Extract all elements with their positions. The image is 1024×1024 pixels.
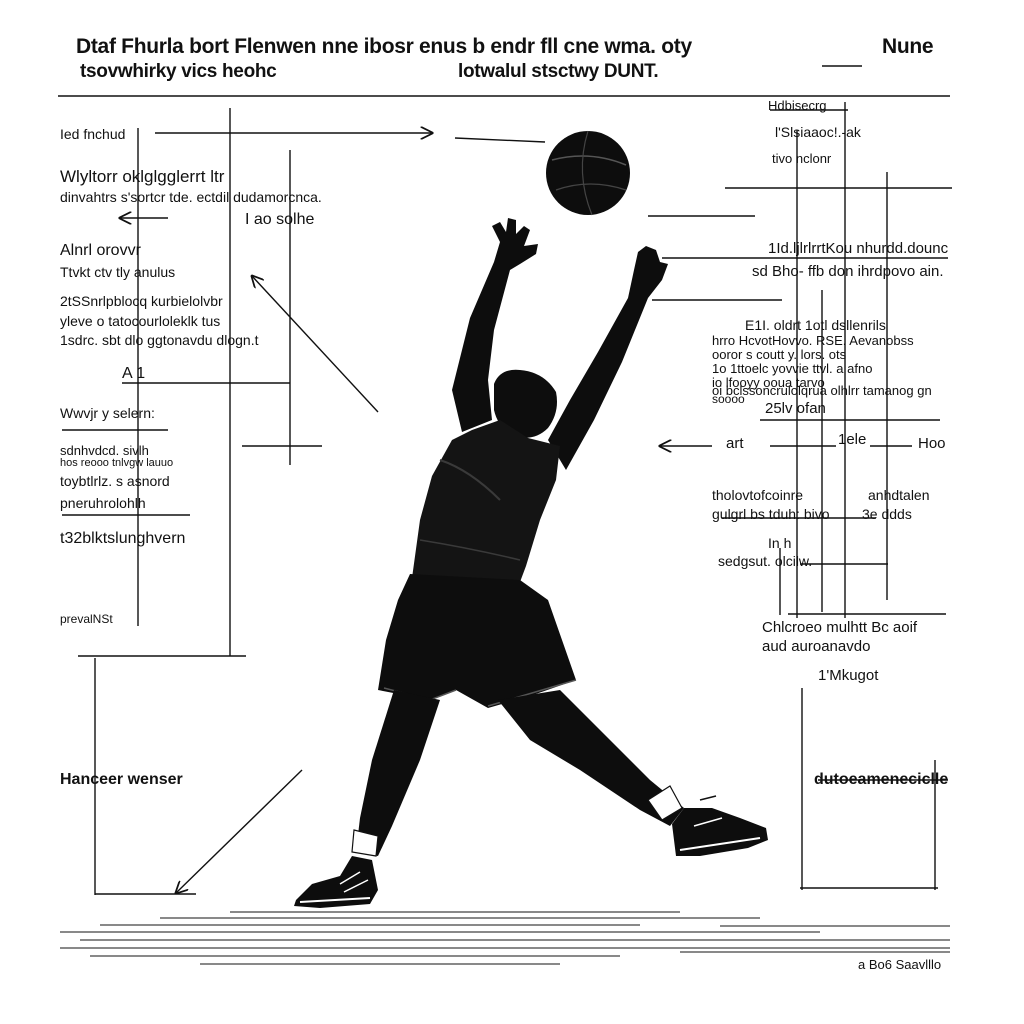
torso: [412, 420, 560, 590]
left-label: sdnhvdcd. sivlh: [60, 443, 149, 458]
signature: a Bo6 Saavlllo: [858, 957, 942, 972]
right-arm: [548, 246, 668, 470]
right-label: hrro HcvotHovvo. RSE. Aevanobss: [712, 333, 914, 348]
right-label: aud auroanavdo: [762, 638, 871, 655]
head: [494, 369, 557, 438]
right-leg: [498, 690, 684, 826]
left-label: prevalNSt: [60, 612, 113, 626]
basketball: [546, 130, 630, 216]
right-label: In h: [768, 535, 792, 551]
left-leg: [356, 690, 440, 856]
right-label: soooo: [712, 392, 745, 406]
left-label: Ied fnchud: [60, 126, 126, 142]
right-shoe: [672, 795, 768, 856]
right-label: 1'Mkugot: [818, 667, 879, 684]
right-label: Chlcroeo mulhtt Bc aoif: [762, 619, 918, 636]
left-label: dinvahtrs s'sortcr tde. ectdil dudamorcn…: [60, 189, 322, 205]
shorts: [378, 574, 576, 708]
right-label: sd Bho- ffb don ihrdpovo ain.: [752, 263, 944, 280]
right-label: E1I. oldrt 1otl dsllenrils: [745, 317, 886, 333]
right-label: art: [726, 435, 744, 452]
left-label: I ao solhe: [245, 211, 315, 228]
header-top-right: Nune: [882, 35, 934, 58]
left-label: 2tSSnrlpblocq kurbielolvbr: [60, 293, 223, 309]
left-arm: [452, 218, 538, 432]
right-label: 25lv ofan: [765, 400, 826, 417]
header-title-line1: Dtaf Fhurla bort Flenwen nne ibosr enus …: [76, 35, 692, 58]
left-label: pneruhrolohlh: [60, 495, 146, 511]
right-label: gulgrl bs tduh: bivo: [712, 506, 830, 522]
right-label: 1ele: [838, 431, 867, 448]
left-label: yleve o tatocourloleklk tus: [60, 313, 221, 329]
right-label: 3e ddds: [862, 506, 912, 522]
right-label: dutoeameneciclle: [814, 771, 949, 788]
floor-hatching: [60, 911, 950, 965]
left-label: Wlyltorr oklglgglerrt ltr: [60, 167, 225, 186]
left-label: A 1: [122, 365, 146, 382]
left-label: Wwvjr y selern:: [60, 405, 155, 421]
right-label: 1o 1ttoelc yovvie ttvl. a afno: [712, 361, 873, 376]
right-label: sedgsut. olcilw.: [718, 553, 813, 569]
left-label: hos reooo tnlvgw lauuo: [60, 457, 174, 469]
right-label: tivo nclonr: [772, 151, 832, 166]
right-label: 1Id.ljlrlrrtKou nhurdd.dounc: [768, 240, 949, 257]
left-label: Ttvkt ctv tly anulus: [60, 264, 176, 280]
right-label: tholovtofcoinre: [712, 487, 804, 503]
left-shoe: [294, 856, 378, 908]
right-label: io lfooyy ooua tarvo: [712, 375, 825, 390]
left-label: 1sdrc. sbt dlo ggtonavdu dlogn.t: [60, 332, 259, 348]
header-title-line2b: lotwalul stsctwy DUNT.: [458, 61, 659, 82]
right-label: Hoo: [918, 435, 946, 452]
left-label: toybtlrlz. s asnord: [60, 473, 170, 489]
left-label: Hanceer wenser: [60, 771, 183, 788]
right-label: anhdtalen: [868, 487, 930, 503]
left-label: t32blktslunghvern: [60, 530, 186, 547]
right-label: ooror s coutt y. lors. ots: [712, 347, 847, 362]
right-label: l'Slsiaaoc!.-ak: [775, 124, 861, 140]
right-label: Hdbisecrg: [768, 98, 827, 113]
right-label: oi bclssoncrulolqrua olhlrr tamanog gn: [712, 383, 932, 398]
left-label: Alnrl orovvr: [60, 242, 141, 259]
header-title-line2: tsovwhirky vics heohc: [80, 61, 277, 82]
